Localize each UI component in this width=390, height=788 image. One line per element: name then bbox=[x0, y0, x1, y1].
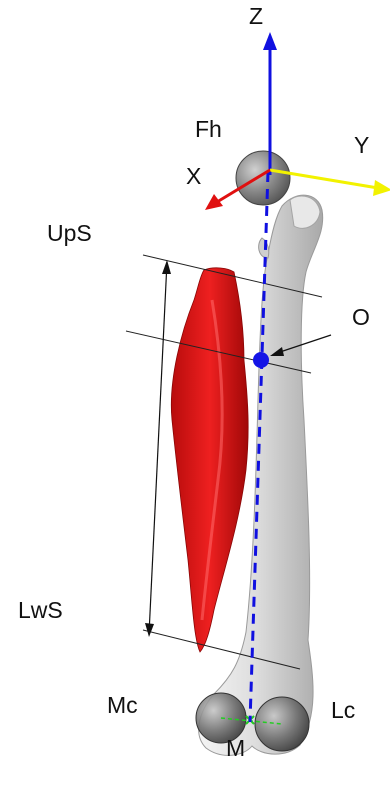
medial-condyle-label: Mc bbox=[107, 694, 138, 717]
upper-section-label: UpS bbox=[47, 222, 92, 245]
midpoint-label: M bbox=[226, 737, 245, 760]
y-axis-label: Y bbox=[354, 134, 369, 157]
x-axis-label: X bbox=[186, 165, 201, 188]
origin-label: O bbox=[352, 306, 370, 329]
muscle-length-arrow bbox=[145, 260, 171, 637]
muscle bbox=[171, 268, 248, 652]
origin-point bbox=[253, 352, 269, 368]
femoral-head-sphere bbox=[236, 151, 290, 205]
lateral-condyle-label: Lc bbox=[331, 699, 355, 722]
femoral-head-label: Fh bbox=[195, 118, 222, 141]
lower-section-label: LwS bbox=[18, 599, 63, 622]
z-axis-label: Z bbox=[249, 5, 263, 28]
